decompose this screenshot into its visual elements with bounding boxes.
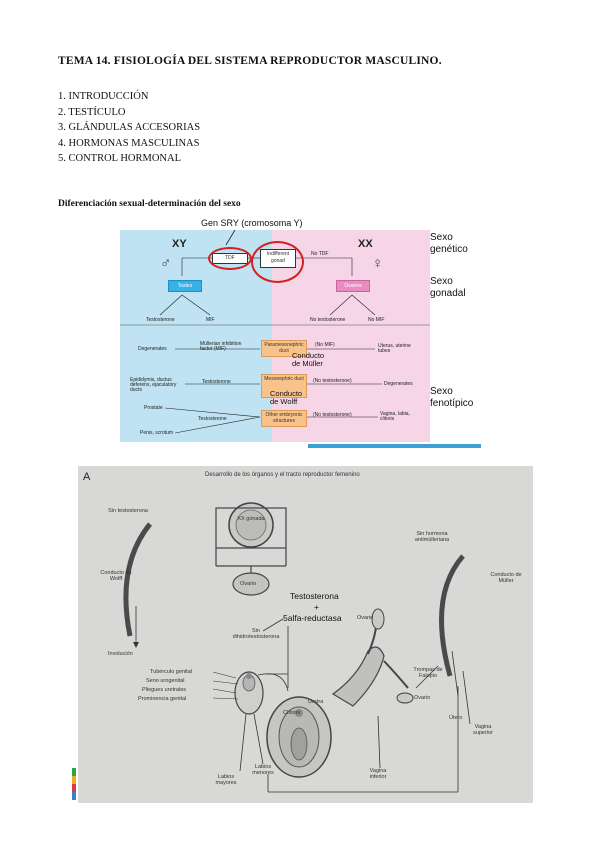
female-symbol-icon: ♀ <box>372 255 384 272</box>
degenerates-label: Degenerates <box>138 346 167 352</box>
ovary-shape <box>232 572 270 596</box>
ovaries-box: Ovaries <box>336 280 370 292</box>
testes-to-mif <box>181 294 211 316</box>
involucion-label: Involución <box>108 651 133 657</box>
epididymis-label: Epididymis, ductus deferens, ejaculatory… <box>130 377 177 393</box>
clitoris-label: Clítoris <box>283 710 301 716</box>
wolff-duct-shape <box>123 522 152 637</box>
testosterona-label: Testosterona <box>290 591 339 601</box>
ovary3-shape <box>396 692 414 704</box>
labios-menores-label: Labios menores <box>252 764 274 776</box>
no-tdf-label: No TDF <box>311 251 329 257</box>
conducto-wolff-label: Conducto de Wolff <box>100 570 132 582</box>
male-symbol-icon: ♂ <box>160 255 172 272</box>
no-mif-paren-label: (No MIF) <box>315 342 335 348</box>
no-testosterone-paren2-label: (No testosterone) <box>313 412 352 418</box>
sin-hormona-label: Sin hormona antimülleriana <box>414 531 450 543</box>
sin-dihidro-label: Sin dihidrotestosterona <box>232 628 280 640</box>
toc-item: 3. GLÁNDULAS ACCESORIAS <box>58 122 201 134</box>
sex-differentiation-diagram: Gen SRY (cromosoma Y) XY XX ♂ ♀ TDF No T… <box>120 218 481 450</box>
mif-label: MIF <box>206 317 215 323</box>
ovary2-shape <box>371 608 385 630</box>
muller-duct-shape <box>439 554 465 677</box>
sexo-fenotipico-label: Sexo fenotípico <box>430 386 474 409</box>
uterus-shape <box>331 646 385 707</box>
degenerates2-label: Degenerates <box>384 381 413 387</box>
ovaries-to-nomif <box>351 294 376 316</box>
no-testosterone-label: No testosterone <box>310 317 346 323</box>
testes-to-testosterone <box>159 294 183 316</box>
arrow-prostate <box>164 407 261 418</box>
toc-item: 4. HORMONAS MASCULINAS <box>58 137 200 149</box>
paramesonephric-box: Paramesonephric duct <box>261 340 307 357</box>
alfa-reductasa-label: 5alfa-reductasa <box>283 613 342 623</box>
uterus-label: Uterus, uterine tubes <box>378 343 411 354</box>
pliegues-label: Pliegues uretrales <box>142 687 187 693</box>
labios-mayores-label: Labios mayores <box>215 774 237 786</box>
ovario2-label: Ovario <box>357 615 374 621</box>
female-reproductive-development-diagram: A Desarrollo de los órganos y el tracto … <box>78 466 533 803</box>
penis-label: Penis, scrotum <box>140 430 174 436</box>
gonad-highlight-ring <box>251 241 304 283</box>
table-of-contents: 1. INTRODUCCIÓN 2. TESTÍCULO 3. GLÁNDULA… <box>58 89 200 167</box>
xx-label: XX <box>358 238 373 250</box>
utero-label: Útero <box>449 715 463 721</box>
no-mif-label: No MIF <box>368 317 385 323</box>
vagina-superior-label: Vagina superior <box>473 724 493 736</box>
toc-item: 1. INTRODUCCIÓN <box>58 91 149 102</box>
other-structures-box: Other embryonic structures <box>261 410 307 427</box>
trompas-label: Trompas de Falopio <box>413 667 443 679</box>
section-title: Diferenciación sexual-determinación del … <box>58 199 241 209</box>
scan-drawing <box>123 502 471 793</box>
sexo-gonadal-label: Sexo gonadal <box>430 276 466 299</box>
seno-label: Seno urogenital <box>146 678 185 684</box>
xy-label: XY <box>172 238 187 250</box>
sexo-genetico-label: Sexo genético <box>430 232 468 255</box>
mesonephric-box: Mesonephric duct <box>261 374 307 398</box>
gen-sry-label: Gen SRY (cromosoma Y) <box>201 218 303 228</box>
testosterone3-label: Testosterone <box>198 416 227 422</box>
tuberculo-label: Tubérculo genital <box>150 669 192 675</box>
conducto-muller-label: Conducto de Müller <box>490 572 522 584</box>
testosterone-label: Testosterone <box>146 317 175 323</box>
arrow-penis <box>174 416 261 434</box>
blue-rule <box>308 444 481 448</box>
tdf-highlight-ring <box>208 247 252 270</box>
no-testosterone-paren-label: (No testosterone) <box>313 378 352 384</box>
toc-item: 5. CONTROL HORMONAL <box>58 153 181 165</box>
sry-arrow <box>225 229 236 246</box>
document-title: TEMA 14. FISIOLOGÍA DEL SISTEMA REPRODUC… <box>58 55 442 67</box>
prominencia-label: Prominencia genital <box>138 696 187 702</box>
conducto-wolff-label: Conducto de Wolff <box>270 389 303 406</box>
prostate-label: Prostate <box>144 405 163 411</box>
ovario3-label: Ovario <box>414 695 431 701</box>
toc-item: 2. TESTÍCULO <box>58 106 126 118</box>
vagina-label: Vagina, labia, clitoris <box>380 411 410 422</box>
conducto-muller-label: Conducto de Müller <box>292 351 325 368</box>
sin-testosterona-label: Sin testosterona <box>108 508 148 514</box>
testosterone2-label: Testosterone <box>202 379 231 385</box>
uretra-label: Uretra <box>308 699 324 705</box>
ovario-label: Ovario <box>240 581 257 587</box>
vagina-inferior-label: Vagina inferior <box>369 768 387 780</box>
figure-heading: Desarrollo de los órganos y el tracto re… <box>205 472 360 478</box>
ovaries-to-notestosterone <box>329 294 353 316</box>
testes-box: Testes <box>168 280 202 292</box>
gonad-box <box>215 507 287 549</box>
figure-letter: A <box>83 471 91 483</box>
plus-label: + <box>314 602 319 612</box>
mif-factor-label: Müllerian inhibition factor (MIF) <box>200 341 242 352</box>
xx-gonada-label: XX gónada <box>237 516 265 522</box>
color-strip <box>72 768 76 800</box>
